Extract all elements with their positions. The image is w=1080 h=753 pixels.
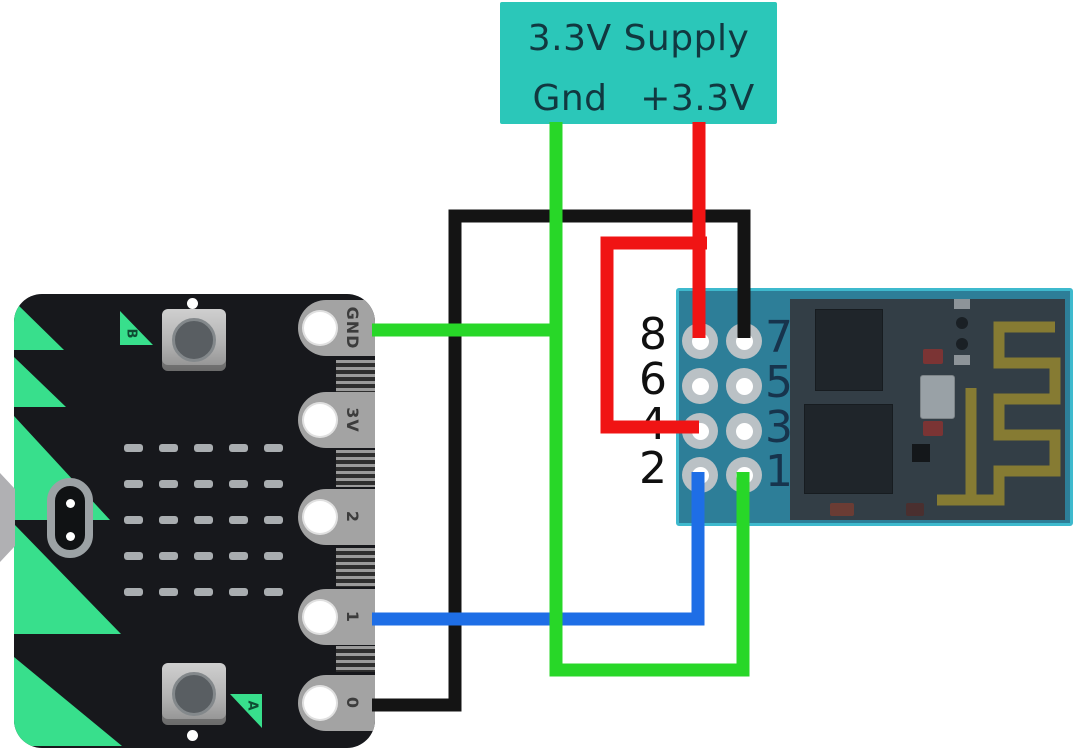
supply-title: 3.3V Supply	[527, 18, 750, 59]
led-pad	[228, 552, 248, 560]
pin-hole-gnd	[302, 310, 338, 346]
led-pad	[123, 516, 143, 524]
pin-hole-2	[302, 499, 338, 535]
usb-plug-stub	[0, 473, 15, 562]
edge-fingers	[336, 360, 375, 398]
esp-pin-number-3: 3	[765, 402, 793, 453]
esp-pin-number-7: 7	[765, 312, 793, 363]
esp-pin-7	[726, 323, 762, 359]
led-pad	[228, 444, 248, 452]
esp-capacitor	[912, 444, 930, 462]
pin-hole-0	[302, 685, 338, 721]
edge-fingers	[336, 646, 375, 672]
button-b	[162, 309, 226, 371]
led-pad	[158, 516, 178, 524]
esp-soldermask	[790, 299, 1065, 520]
button-b-cap	[172, 318, 216, 362]
esp-resistor	[923, 421, 943, 436]
pin-label-3v: 3V	[343, 407, 362, 433]
led-pad	[228, 480, 248, 488]
microbit-board: B A GND	[14, 294, 375, 748]
connector-dot	[66, 499, 75, 508]
led-pad	[123, 444, 143, 452]
board-dot	[187, 730, 198, 741]
led-pad	[263, 480, 283, 488]
button-a-cap	[172, 672, 216, 716]
edge-fingers	[336, 548, 375, 587]
power-supply-box: 3.3V Supply Gnd +3.3V	[500, 2, 777, 124]
led-pad	[228, 516, 248, 524]
led-pad	[263, 552, 283, 560]
led-pad	[228, 588, 248, 596]
led-pad	[123, 552, 143, 560]
led-pad	[193, 588, 213, 596]
pin-hole-3v	[302, 402, 338, 438]
pin-label-0: 0	[343, 696, 362, 710]
pin-label-gnd: GND	[343, 306, 362, 350]
pin-hole-1	[302, 599, 338, 635]
esp-crystal	[920, 375, 955, 419]
esp-pin-2	[682, 457, 718, 493]
board-dot	[187, 298, 198, 309]
led-pad	[123, 480, 143, 488]
esp-pin-4	[682, 413, 718, 449]
esp-pin-3	[726, 413, 762, 449]
esp-resistor	[923, 349, 943, 364]
edge-fingers	[336, 450, 375, 487]
esp-pin-number-5: 5	[765, 357, 793, 408]
esp-header-pad	[954, 355, 970, 365]
supply-gnd-label: Gnd	[532, 78, 608, 119]
connector-dot	[66, 532, 75, 541]
led-pad	[263, 588, 283, 596]
esp-pin-1	[726, 457, 762, 493]
esp-header-pad	[954, 299, 970, 309]
led-pad	[158, 480, 178, 488]
led-pad	[193, 444, 213, 452]
esp-header-hole	[956, 317, 968, 329]
led-pad	[193, 552, 213, 560]
rear-connector	[47, 478, 93, 558]
led-pad	[263, 444, 283, 452]
esp-chip	[815, 309, 883, 391]
esp-pin-number-2: 2	[639, 443, 667, 494]
esp8266-module: 7 5 3 1	[676, 288, 1073, 526]
esp-header-hole	[956, 338, 968, 350]
pin-label-1: 1	[343, 610, 362, 624]
led-pad	[158, 588, 178, 596]
esp-pin-number-1: 1	[765, 446, 793, 497]
supply-vcc-label: +3.3V	[640, 78, 755, 119]
led-pad-grid	[14, 294, 375, 748]
esp-pin-5	[726, 368, 762, 404]
pin-label-2: 2	[343, 510, 362, 524]
esp-pin-6	[682, 368, 718, 404]
button-a	[162, 663, 226, 725]
led-pad	[193, 480, 213, 488]
led-pad	[158, 444, 178, 452]
led-pad	[123, 588, 143, 596]
esp-antenna	[937, 321, 1061, 506]
led-pad	[193, 516, 213, 524]
esp-edge-pad	[830, 503, 854, 516]
led-pad	[158, 552, 178, 560]
esp-edge-pad	[906, 503, 924, 516]
esp-pin-8	[682, 323, 718, 359]
esp-flash-chip	[804, 404, 893, 494]
led-pad	[263, 516, 283, 524]
